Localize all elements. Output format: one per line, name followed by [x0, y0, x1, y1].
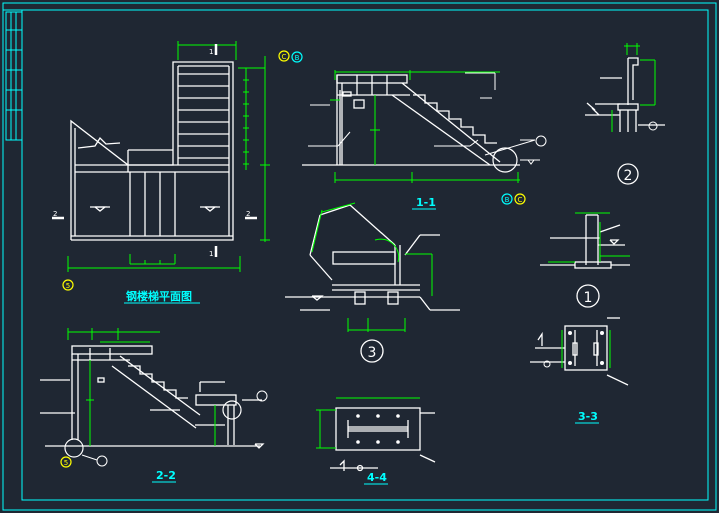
section-2-2-drawing: [40, 345, 265, 449]
detail-2-callout: [648, 121, 658, 131]
detail-1-drawing: [540, 214, 630, 269]
section-2-2-detail-circle: [64, 438, 84, 458]
detail-marker-section-5: 5: [60, 456, 72, 468]
section-4-4-bolts: [356, 414, 400, 444]
axis-bubble-plan-b: B: [291, 51, 303, 63]
section-1-1-drawing: [302, 74, 520, 166]
section-4-4-title: 4-4: [367, 471, 387, 484]
detail-1-marker: 1: [576, 284, 600, 308]
title-block-strip: [5, 11, 23, 141]
stair-plan-view: [70, 61, 234, 241]
section-1-1-dimensions: [330, 70, 520, 183]
detail-3-drawing: [285, 204, 460, 311]
section-mark-left-2: 2: [53, 210, 57, 218]
detail-2-dimensions: [611, 43, 656, 132]
plan-section-cuts: [52, 44, 257, 257]
section-2-2-callout-right: [256, 390, 268, 402]
svg-text:C: C: [282, 53, 287, 61]
axis-bubble-sec11-b: B: [501, 193, 513, 205]
axis-bubble-sec11-c: C: [514, 193, 526, 205]
section-3-3-dimensions: [561, 330, 611, 368]
axis-bubble-plan-c: C: [278, 50, 290, 62]
svg-text:C: C: [518, 196, 523, 204]
detail-2-marker: 2: [617, 163, 639, 185]
detail-1-dimensions: [548, 212, 630, 263]
section-2-2-callout-leader: [81, 454, 98, 461]
section-mark-bottom-1: 1: [209, 250, 213, 258]
detail-3-dimensions: [311, 202, 433, 332]
svg-text:3: 3: [368, 345, 377, 361]
section-3-3-bolts: [568, 331, 604, 365]
section-1-1-detail-circle: [492, 147, 518, 173]
section-3-3-drawing: [530, 317, 629, 386]
section-4-4-dimensions: [316, 397, 420, 449]
section-2-2-title: 2-2: [156, 469, 176, 482]
section-2-2-dimensions: [67, 328, 216, 446]
section-3-3-title: 3-3: [578, 410, 598, 423]
svg-text:1: 1: [584, 290, 593, 306]
section-1-1-callout: [535, 135, 547, 147]
section-1-1-title: 1-1: [416, 196, 436, 209]
plan-title: 钢楼梯平面图: [126, 289, 192, 303]
svg-text:5: 5: [66, 282, 70, 290]
detail-2-drawing: [585, 57, 665, 132]
svg-text:B: B: [505, 196, 510, 204]
section-3-3-callout: [543, 360, 551, 368]
section-2-2-callout-bottom: [96, 455, 108, 467]
section-4-4-drawing: [330, 407, 436, 472]
svg-text:2: 2: [624, 168, 633, 184]
detail-3-marker: 3: [360, 339, 384, 363]
section-mark-top-1: 1: [209, 48, 213, 56]
section-2-2-right-detail-circle: [222, 400, 242, 420]
plan-dimensions: [67, 41, 270, 272]
svg-text:B: B: [295, 54, 300, 62]
section-1-1-leaders: [308, 72, 540, 165]
svg-text:5: 5: [64, 459, 68, 467]
detail-marker-plan-5: 5: [62, 279, 74, 291]
section-mark-right-2: 2: [246, 210, 250, 218]
